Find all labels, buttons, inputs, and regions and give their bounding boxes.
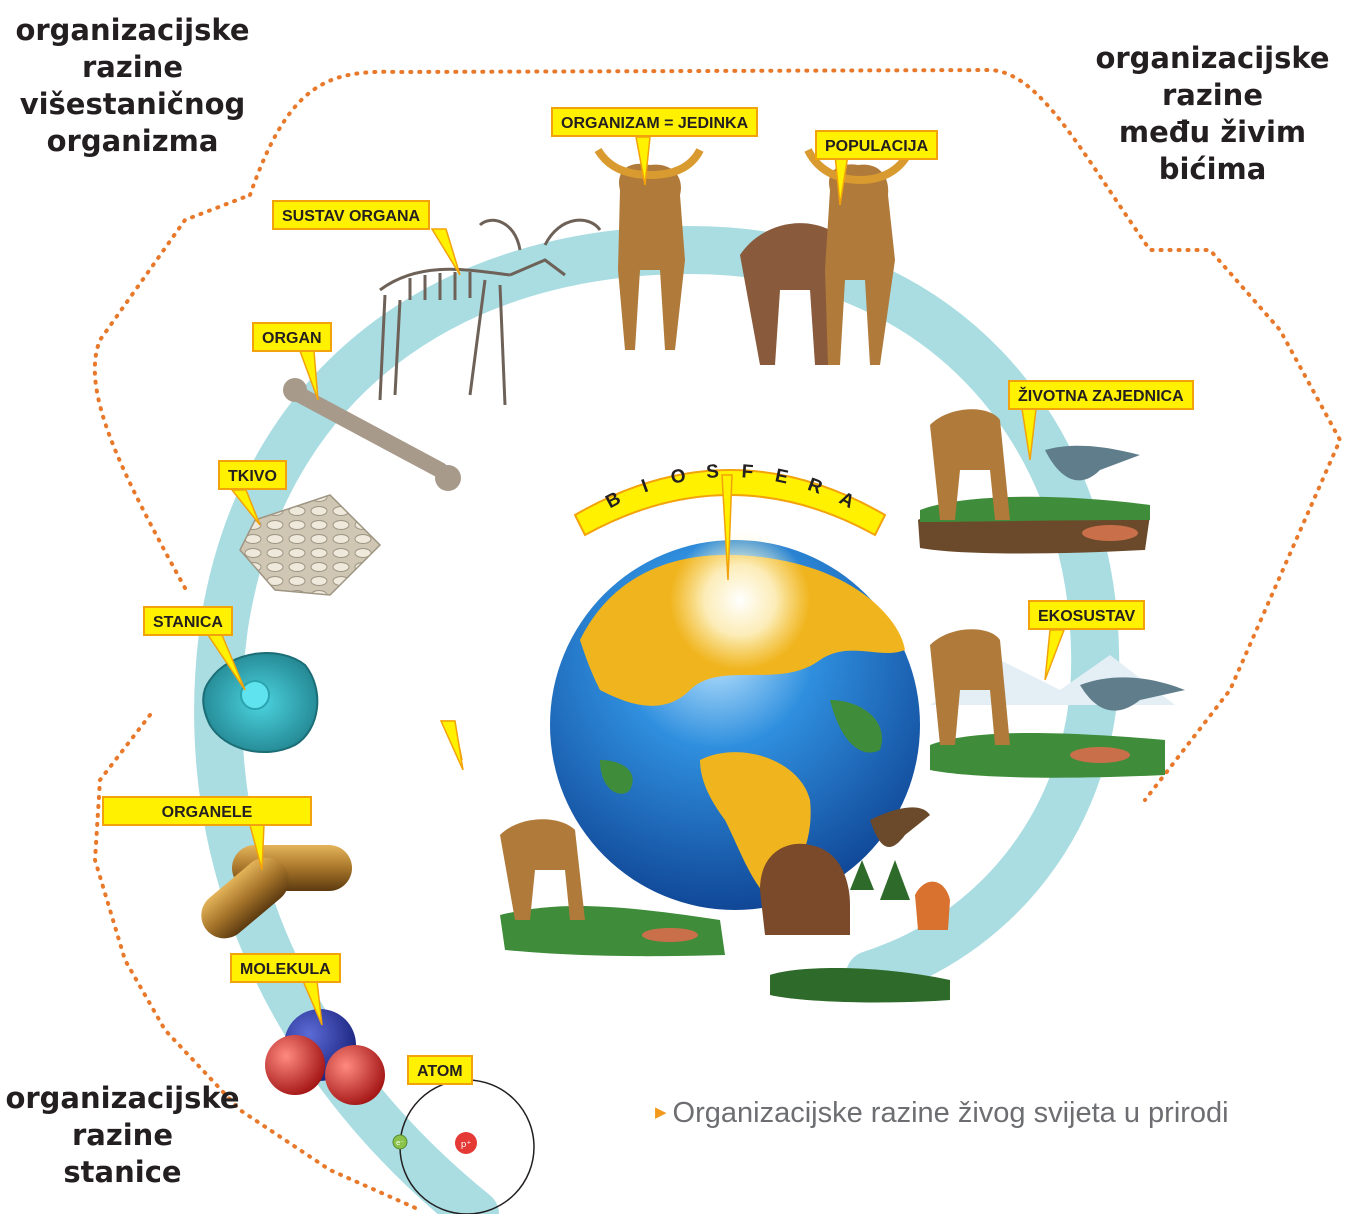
label-tissue: TKIVO xyxy=(218,460,287,490)
label-molecule: MOLEKULA xyxy=(230,953,341,983)
population-icon xyxy=(740,150,910,365)
label-atom: ATOM xyxy=(407,1055,473,1085)
label-organelles: ORGANELE xyxy=(102,796,312,826)
biosphere-letter: F xyxy=(741,461,754,483)
label-organism: ORGANIZAM = JEDINKA xyxy=(551,107,758,137)
label-population: POPULACIJA xyxy=(815,130,938,160)
fox-icon xyxy=(915,882,950,930)
proton-label: p⁺ xyxy=(461,1140,472,1150)
group-title-cell: organizacijske razine stanice xyxy=(0,1080,245,1191)
label-organ: ORGAN xyxy=(252,322,332,352)
label-ecosystem: EKOSUSTAV xyxy=(1028,600,1145,630)
electron-label: e⁻ xyxy=(396,1139,404,1147)
caption-text: Organizacijske razine živog svijeta u pr… xyxy=(673,1097,1229,1129)
biosphere-letter: S xyxy=(706,461,720,483)
figure-caption: ▶ Organizacijske razine živog svijeta u p… xyxy=(655,1097,1229,1130)
label-community: ŽIVOTNA ZAJEDNICA xyxy=(1008,380,1194,410)
globe-icon xyxy=(550,530,920,910)
cell-icon xyxy=(203,653,317,752)
ecosystem-icon xyxy=(930,629,1185,777)
fish-icon xyxy=(1082,525,1138,541)
group-title-between-living: organizacijske razine među živim bićima xyxy=(1090,40,1335,188)
label-cell: STANICA xyxy=(143,606,233,636)
biosphere-letter: O xyxy=(669,465,688,489)
label-organ-system: SUSTAV ORGANA xyxy=(272,200,430,230)
caption-bullet-icon: ▶ xyxy=(655,1104,667,1121)
group-title-multicellular: organizacijske razine višestaničnog orga… xyxy=(10,12,255,160)
